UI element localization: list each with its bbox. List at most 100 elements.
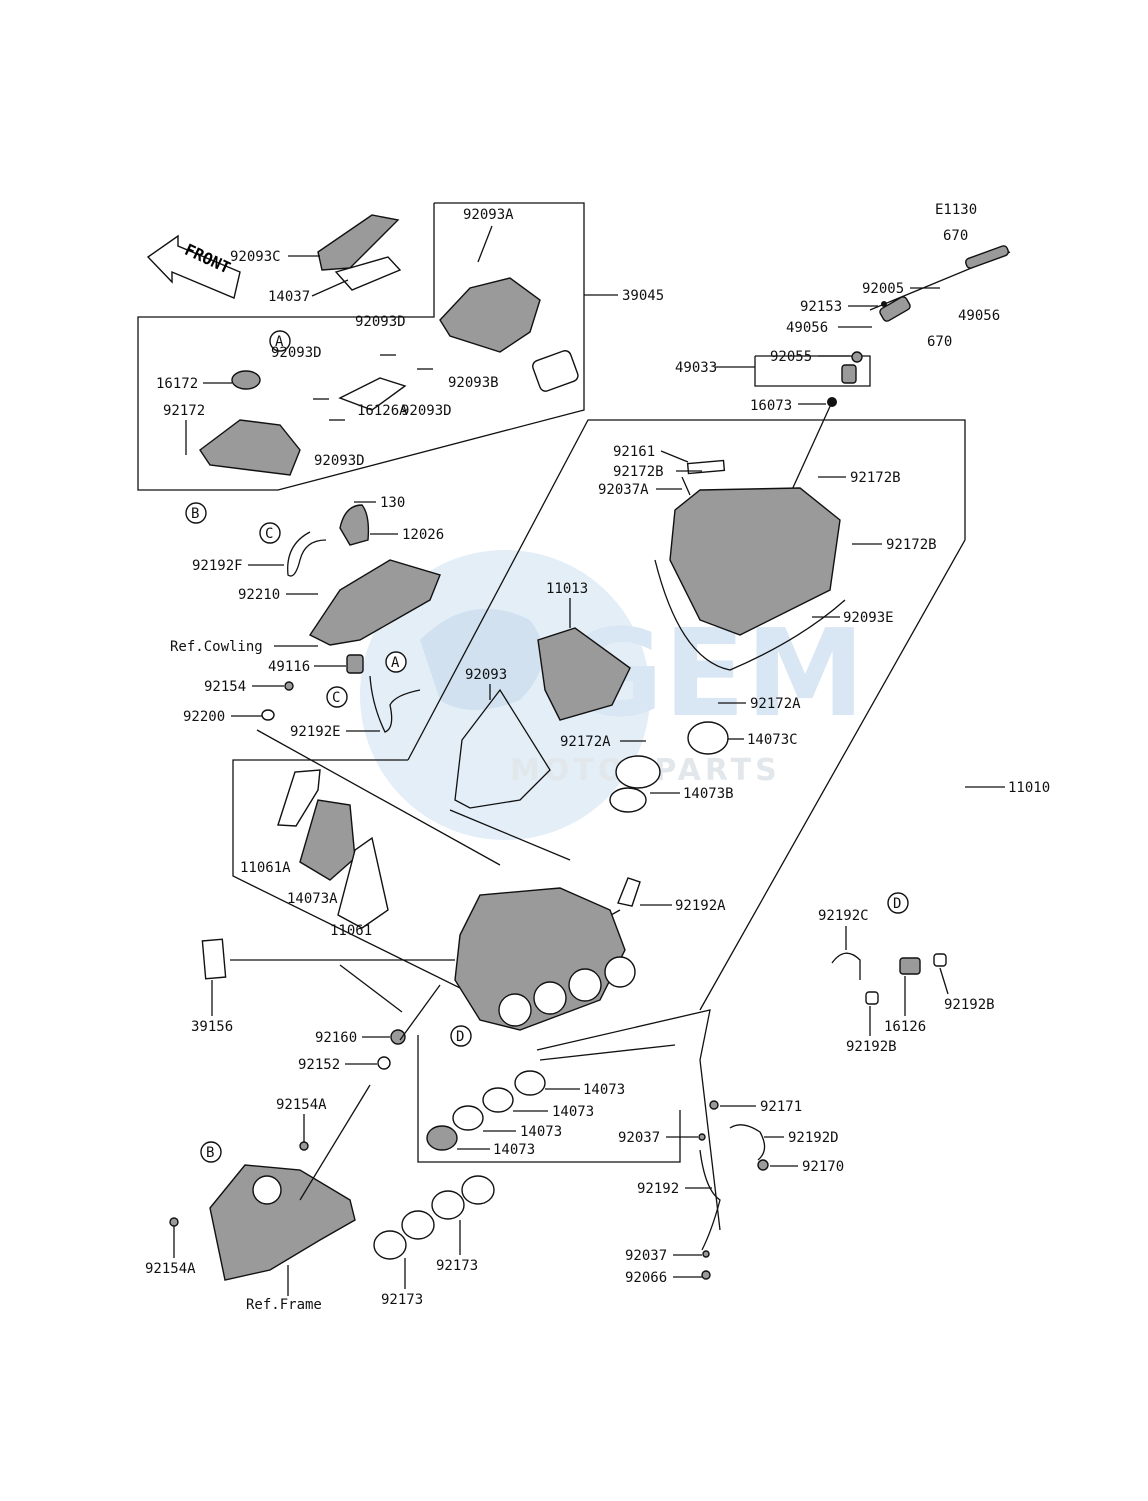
part-92192b-upper	[933, 953, 947, 967]
label-92172a-right: 92172A	[750, 696, 801, 712]
label-92152: 92152	[298, 1057, 340, 1073]
callout-b-upper: B	[191, 506, 199, 522]
label-92055: 92055	[770, 349, 812, 365]
label-49033: 49033	[675, 360, 717, 376]
part-92192d	[729, 1124, 766, 1161]
part-92093	[454, 688, 551, 809]
callout-c-lower: C	[332, 690, 340, 706]
part-92173-2	[431, 1190, 465, 1220]
part-12026	[339, 504, 370, 546]
part-14073-4	[426, 1125, 458, 1151]
callout-d-right: D	[893, 896, 901, 912]
label-92161: 92161	[613, 444, 655, 460]
label-ref-cowling: Ref.Cowling	[170, 639, 263, 655]
label-92093b: 92093B	[448, 375, 499, 391]
part-39156	[201, 938, 227, 980]
front-arrow-icon: FRONT	[146, 234, 241, 299]
label-92192c: 92192C	[818, 908, 869, 924]
part-49116	[346, 654, 364, 674]
label-92171: 92171	[760, 1099, 802, 1115]
part-92192b-lower	[865, 991, 879, 1005]
label-670-lower: 670	[927, 334, 952, 350]
label-12026: 12026	[402, 527, 444, 543]
label-92200: 92200	[183, 709, 225, 725]
label-92066: 92066	[625, 1270, 667, 1286]
label-92192b-lower: 92192B	[846, 1039, 897, 1055]
label-11061a: 11061A	[240, 860, 291, 876]
part-92173-1	[461, 1175, 495, 1205]
part-92192c	[831, 952, 861, 980]
label-92192f: 92192F	[192, 558, 243, 574]
label-11013: 11013	[546, 581, 588, 597]
part-16126a	[338, 377, 407, 411]
part-14073a	[299, 799, 356, 881]
part-14073c	[687, 721, 729, 755]
label-92173-right: 92173	[436, 1258, 478, 1274]
label-14073c: 14073C	[747, 732, 798, 748]
part-duct-bottom	[209, 1164, 356, 1281]
label-92153: 92153	[800, 299, 842, 315]
label-14073a: 14073A	[287, 891, 338, 907]
label-16172: 16172	[156, 376, 198, 392]
label-14073-4: 14073	[493, 1142, 535, 1158]
parts-drawings	[169, 214, 1011, 1281]
part-14073-2	[482, 1087, 514, 1113]
part-92161	[686, 459, 726, 475]
part-16126	[899, 957, 921, 975]
callout-d-lower: D	[456, 1029, 464, 1045]
label-14073-1: 14073	[583, 1082, 625, 1098]
label-92037a: 92037A	[598, 482, 649, 498]
diagram-code: E1130	[935, 202, 977, 218]
label-92192e: 92192E	[290, 724, 341, 740]
label-14073b: 14073B	[683, 786, 734, 802]
part-92170	[757, 1159, 769, 1171]
part-92192a	[617, 877, 641, 907]
part-92093b	[532, 350, 579, 392]
label-14073-2: 14073	[552, 1104, 594, 1120]
part-92160	[390, 1029, 406, 1045]
label-39156: 39156	[191, 1019, 233, 1035]
label-49056-left: 49056	[786, 320, 828, 336]
part-duct-lower	[199, 419, 301, 476]
label-92093d-4: 92093D	[314, 453, 365, 469]
label-92173-lower: 92173	[381, 1292, 423, 1308]
part-14073-3	[452, 1105, 484, 1131]
part-14037	[334, 256, 402, 291]
label-16126: 16126	[884, 1019, 926, 1035]
part-14073-1	[514, 1070, 546, 1096]
part-92173-3	[401, 1210, 435, 1240]
part-92154a-left	[169, 1217, 179, 1227]
part-11061	[337, 836, 389, 929]
label-92005: 92005	[862, 281, 904, 297]
part-92037	[698, 1133, 706, 1141]
callout-a-top: A	[275, 334, 284, 350]
callout-c-upper: C	[265, 526, 273, 542]
label-92154a-left: 92154A	[145, 1261, 196, 1277]
assembly-outlines	[137, 202, 1005, 1231]
label-14037: 14037	[268, 289, 310, 305]
label-39045: 39045	[622, 288, 664, 304]
part-duct-middle	[308, 559, 441, 646]
part-92192	[699, 1149, 721, 1251]
part-92171	[709, 1100, 719, 1110]
label-92154: 92154	[204, 679, 246, 695]
label-11061: 11061	[330, 923, 372, 939]
callout-b-lower: B	[206, 1145, 214, 1161]
label-92172: 92172	[163, 403, 205, 419]
label-49056-right: 49056	[958, 308, 1000, 324]
part-92192e	[369, 675, 421, 733]
label-92172a-left: 92172A	[560, 734, 611, 750]
label-92093: 92093	[465, 667, 507, 683]
part-92200	[261, 709, 275, 721]
label-ref-frame: Ref.Frame	[246, 1297, 322, 1313]
label-92093d-3: 92093D	[401, 403, 452, 419]
part-92093c	[317, 214, 400, 271]
label-92172b-lower: 92172B	[886, 537, 937, 553]
callouts: A B C A C D D B	[185, 330, 909, 1163]
label-92192a: 92192A	[675, 898, 726, 914]
part-labels: 92093A 92093C 14037 39045 92093D 92093D …	[145, 207, 1050, 1313]
part-92093e	[654, 559, 846, 671]
label-92154a-top: 92154A	[276, 1097, 327, 1113]
